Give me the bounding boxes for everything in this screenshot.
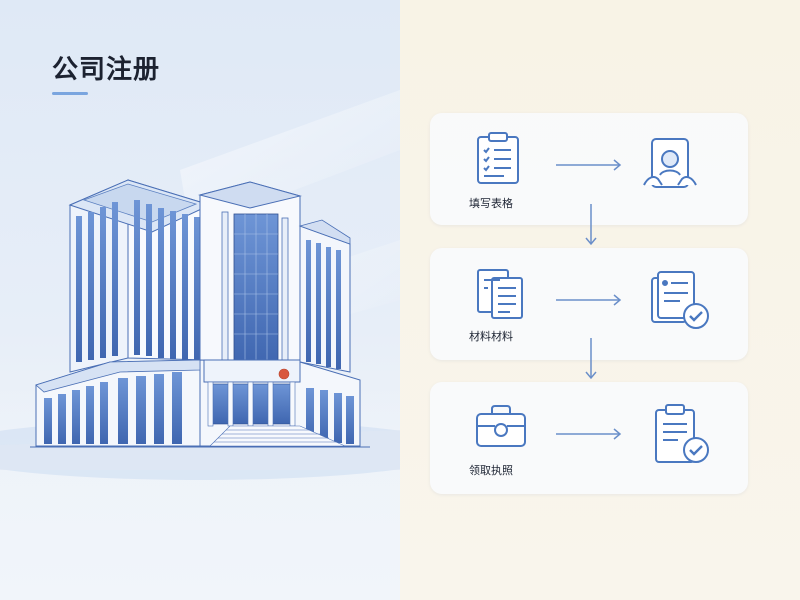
step-card-materials: 材料材料 bbox=[430, 248, 748, 360]
page-title: 公司注册 bbox=[52, 55, 161, 85]
documents-icon bbox=[477, 269, 523, 319]
left-panel: 公司注册 bbox=[0, 0, 400, 600]
arrow-right-icon bbox=[556, 294, 622, 306]
clipboard-approved-icon bbox=[655, 404, 709, 463]
government-building-illustration bbox=[0, 90, 400, 480]
arrow-right-icon bbox=[556, 159, 622, 171]
step-label: 材料材料 bbox=[469, 330, 513, 343]
id-card-hands-icon bbox=[643, 138, 697, 188]
arrow-down-icon bbox=[585, 204, 597, 246]
step-card-get-license: 领取执照 bbox=[430, 382, 748, 494]
title-underline bbox=[52, 92, 88, 95]
arrow-down-icon bbox=[585, 338, 597, 380]
step-label: 领取执照 bbox=[469, 464, 513, 477]
briefcase-icon bbox=[476, 405, 526, 447]
document-approved-icon bbox=[651, 271, 709, 329]
step-label: 填写表格 bbox=[469, 197, 513, 210]
arrow-right-icon bbox=[556, 428, 622, 440]
clipboard-checklist-icon bbox=[477, 132, 519, 184]
step-card-fill-form: 填写表格 bbox=[430, 113, 748, 225]
